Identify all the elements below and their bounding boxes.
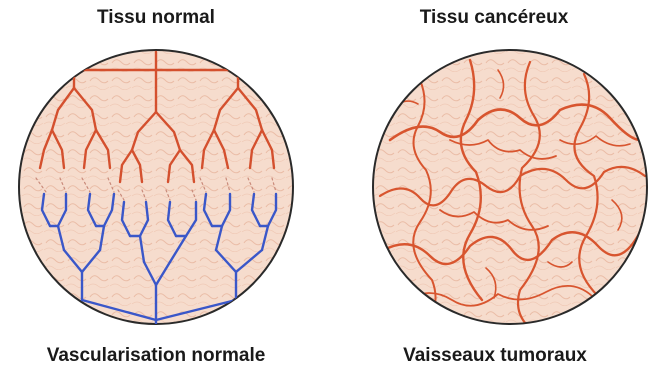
caption-normal-vasculature: Vascularisation normale (6, 345, 306, 367)
caption-tumor-vessels: Vaisseaux tumoraux (350, 345, 640, 367)
cancer-tissue-disc (373, 50, 647, 324)
